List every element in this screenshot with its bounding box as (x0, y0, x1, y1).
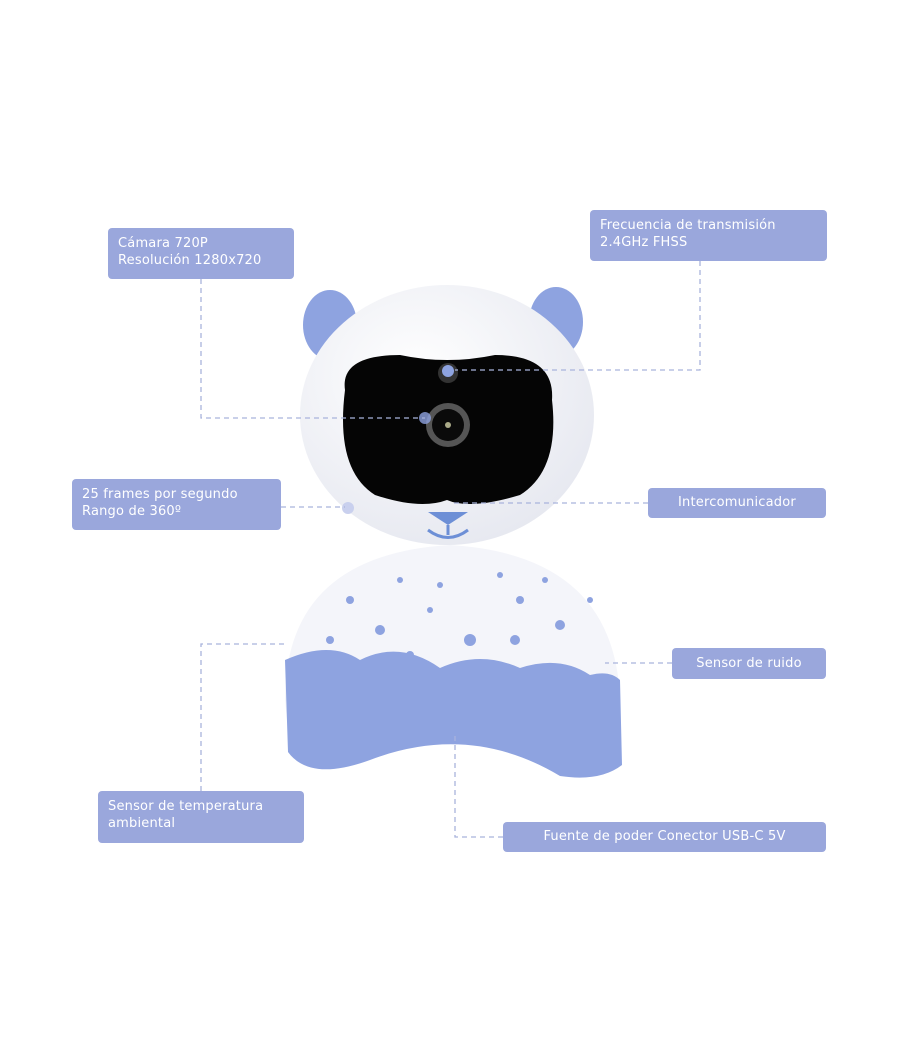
base (285, 545, 622, 778)
label-frequency-line2: 2.4GHz FHSS (600, 235, 688, 250)
label-frames-line2: Rango de 360º (82, 504, 182, 519)
label-temperature-line2: ambiental (108, 816, 176, 831)
label-frequency: Frecuencia de transmisión 2.4GHz FHSS (590, 210, 827, 261)
connector-lines (200, 261, 701, 838)
label-noise-text: Sensor de ruido (696, 656, 802, 671)
label-power: Fuente de poder Conector USB-C 5V (503, 822, 826, 852)
label-temperature-line1: Sensor de temperatura (108, 799, 264, 814)
head (300, 285, 594, 545)
star-pattern (326, 572, 593, 659)
label-camera: Cámara 720P Resolución 1280x720 (108, 228, 294, 279)
label-noise-sensor: Sensor de ruido (672, 648, 826, 679)
label-temperature-sensor: Sensor de temperatura ambiental (98, 791, 304, 843)
label-frames: 25 frames por segundo Rango de 360º (72, 479, 281, 530)
label-intercom-text: Intercomunicador (678, 495, 796, 510)
label-intercom: Intercomunicador (648, 488, 826, 518)
label-frequency-line1: Frecuencia de transmisión (600, 218, 776, 233)
label-frames-line1: 25 frames por segundo (82, 487, 238, 502)
label-camera-line1: Cámara 720P (118, 236, 208, 251)
label-camera-line2: Resolución 1280x720 (118, 253, 262, 268)
label-power-text: Fuente de poder Conector USB-C 5V (543, 829, 786, 844)
